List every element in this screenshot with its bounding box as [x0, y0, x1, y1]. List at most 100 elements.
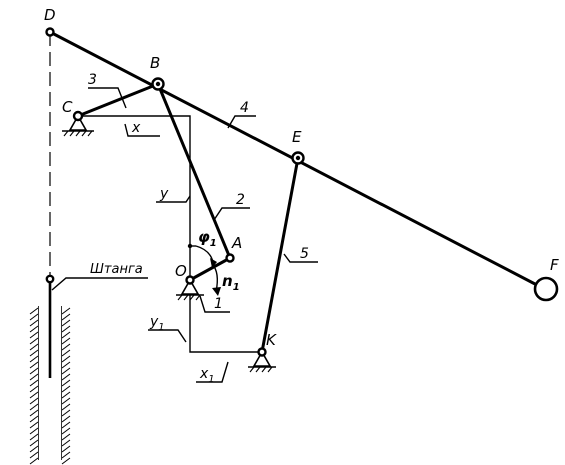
n1-arrow [212, 287, 221, 296]
rod-hatch-line [61, 319, 71, 327]
rod-hatch-line [61, 451, 71, 459]
joint-rod [45, 274, 55, 284]
dimension-x1-y1-lines [189, 280, 262, 353]
leader-x [124, 123, 160, 137]
joint-k [257, 347, 267, 357]
rod-hatch-line [29, 367, 39, 375]
rod-hatch-line [61, 337, 71, 345]
rod-hatch-line [61, 391, 71, 399]
label-x: x [131, 120, 141, 136]
label-d: D [44, 6, 56, 24]
leader-1 [199, 295, 230, 313]
link-5 [260, 156, 300, 354]
label-a: A [231, 234, 242, 252]
rod-shtanga [29, 280, 71, 465]
rod-hatch-line [29, 397, 39, 405]
label-link-3: 3 [88, 72, 97, 88]
leader-4 [227, 115, 256, 129]
rod-hatch-line [61, 367, 71, 375]
joint-f [533, 276, 559, 302]
leader-2 [213, 207, 250, 221]
ground-support-k [248, 350, 276, 373]
rod-hatch-line [61, 331, 71, 339]
rod-hatch-line [29, 445, 39, 453]
rod-hatch-line [29, 415, 39, 423]
rod-hatch-line [61, 385, 71, 393]
label-o: O [175, 262, 187, 280]
link-3 [76, 82, 160, 118]
rod-hatch-line [61, 409, 71, 417]
rod-hatch-line [29, 439, 39, 447]
ground-support-c [62, 114, 94, 137]
label-phi1: φ1 [198, 228, 217, 249]
rod-hatch-line [29, 373, 39, 381]
label-link-2: 2 [236, 192, 245, 208]
rod-hatch-line [29, 319, 39, 327]
rod-hatch-line [29, 379, 39, 387]
rod-hatch-line [61, 361, 71, 369]
leader-y [156, 195, 191, 203]
label-f: F [550, 256, 559, 274]
leader-3 [88, 87, 127, 109]
rod-hatch-line [29, 313, 39, 321]
rod-hatch-line [61, 415, 71, 423]
leader-x1 [196, 361, 229, 383]
rod-hatch-line [61, 373, 71, 381]
joint-b-inner [155, 81, 161, 87]
label-c: C [62, 98, 73, 116]
rod-hatch-line [29, 409, 39, 417]
joint-a [225, 253, 235, 263]
label-y1: y1 [149, 314, 165, 333]
phi-arrow [210, 258, 217, 268]
label-link-5: 5 [300, 246, 309, 262]
rod-hatch-line [29, 355, 39, 363]
label-rod: Штанга [90, 262, 143, 277]
leader-rod [51, 277, 148, 291]
rod-hatch-line [61, 343, 71, 351]
label-y: y [159, 186, 169, 202]
rod-hatch-line [29, 325, 39, 333]
dimension-x-y-lines [78, 115, 191, 280]
rod-hatch-line [61, 457, 71, 465]
rod-hatch-line [29, 451, 39, 459]
leader-5 [283, 253, 318, 263]
rod-hatch-line [29, 391, 39, 399]
label-e: E [292, 128, 302, 146]
rod-hatch-line [29, 337, 39, 345]
rod-hatch-line [29, 343, 39, 351]
label-b: B [150, 54, 160, 72]
rod-hatch-line [61, 355, 71, 363]
rod-hatch-line [29, 403, 39, 411]
rod-hatch-line [61, 445, 71, 453]
rod-hatch-line [61, 439, 71, 447]
rod-hatch-line [61, 427, 71, 435]
rod-hatch-line [29, 385, 39, 393]
rod-hatch-line [29, 307, 39, 315]
rod-hatch-line [61, 325, 71, 333]
rod-hatch-right [61, 307, 71, 465]
rod-hatch-line [61, 307, 71, 315]
label-x1: x1 [199, 366, 215, 385]
rod-hatch-line [61, 421, 71, 429]
rod-hatch-line [61, 403, 71, 411]
rod-hatch-line [29, 349, 39, 357]
link-2 [156, 82, 232, 260]
joint-e-inner [295, 155, 301, 161]
label-link-4: 4 [240, 100, 249, 116]
rod-hatch-line [29, 433, 39, 441]
phi-origin-dot [187, 243, 193, 249]
rod-hatch-line [61, 379, 71, 387]
joint-d [45, 27, 55, 37]
rod-hatch-line [29, 421, 39, 429]
rod-hatch-line [29, 361, 39, 369]
rod-hatch-line [29, 331, 39, 339]
rod-hatch-line [61, 313, 71, 321]
joint-o [185, 275, 195, 285]
rod-hatch-line [61, 433, 71, 441]
label-n1: n1 [222, 272, 240, 293]
rod-hatch-line [29, 427, 39, 435]
rod-hatch-line [61, 397, 71, 405]
joint-c [72, 110, 84, 122]
